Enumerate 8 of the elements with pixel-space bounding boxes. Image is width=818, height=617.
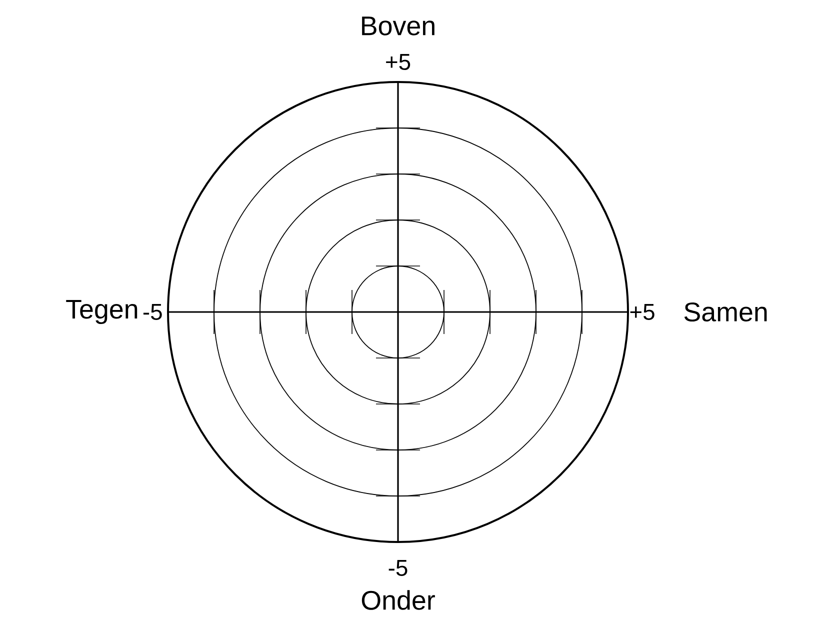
axis-label: +5 xyxy=(630,304,654,320)
axis-label: Samen xyxy=(684,302,767,322)
axis-label: +5 xyxy=(386,54,410,70)
axis-label: -5 xyxy=(143,304,162,320)
axis-label: -5 xyxy=(388,560,408,576)
axis-label: Onder xyxy=(362,590,435,610)
axis-label: Tegen xyxy=(66,300,138,324)
axis-label: Boven xyxy=(362,16,434,36)
